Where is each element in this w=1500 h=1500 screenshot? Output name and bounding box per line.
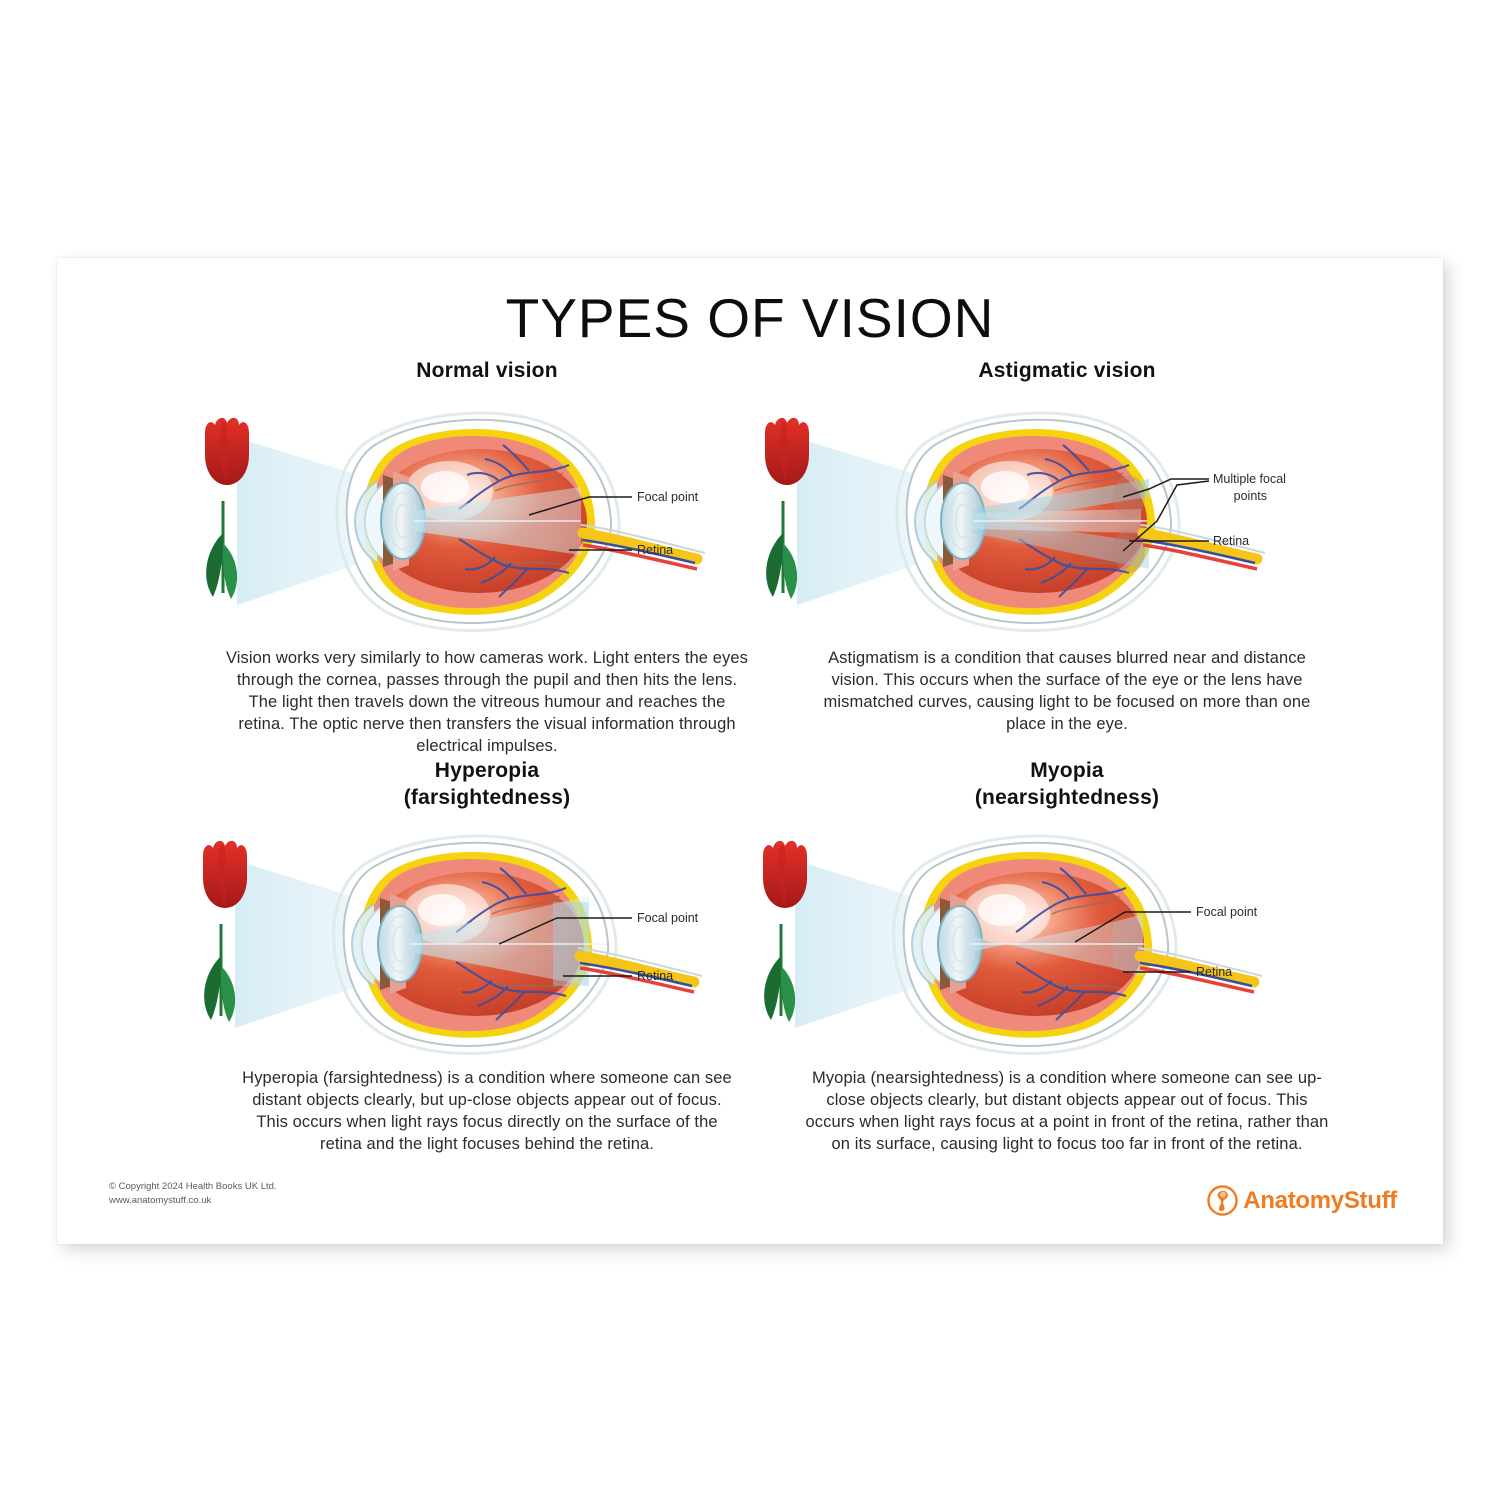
leader-line-focal <box>1074 911 1191 943</box>
panel-heading-myopia: Myopia (nearsightedness) <box>757 758 1377 812</box>
label-retina: Retina <box>1213 534 1249 548</box>
panel-heading-line1: Hyperopia <box>434 759 540 782</box>
panel-heading-astigmatic: Astigmatic vision <box>757 358 1377 385</box>
tulip-icon <box>763 840 807 1022</box>
blood-vessels <box>1015 866 1127 1021</box>
label-multiple-focal-points-line2: points <box>1234 489 1267 503</box>
logo-wordmark: AnatomyStuff <box>1243 1186 1397 1214</box>
panel-body-hyperopia: Hyperopia (farsightedness) is a conditio… <box>242 1068 732 1153</box>
leader-line-focal <box>528 496 632 516</box>
tulip-icon <box>205 417 249 599</box>
label-focal-point: Focal point <box>637 911 699 925</box>
label-retina: Retina <box>637 969 673 983</box>
panel-heading-line1: Normal vision <box>416 359 558 382</box>
panel-normal-vision: Normal vision <box>177 358 797 778</box>
figure-myopia: Focal point Retina <box>757 818 1377 1068</box>
panel-myopia: Myopia (nearsightedness) <box>757 758 1377 1218</box>
label-retina: Retina <box>637 543 673 557</box>
label-focal-point: Focal point <box>1196 905 1258 919</box>
anatomystuff-logo: AnatomyStuff <box>1207 1185 1397 1216</box>
panel-body-astigmatic: Astigmatism is a condition that causes b… <box>823 648 1311 733</box>
leader-line-focal-lower <box>1122 480 1210 552</box>
eye-diagram-myopia: Focal point Retina <box>763 834 1263 1055</box>
figure-hyperopia: Focal point Retina <box>177 818 797 1068</box>
panel-heading-line1: Myopia <box>1030 759 1104 782</box>
tulip-icon <box>203 840 247 1022</box>
panel-astigmatic-vision: Astigmatic vision <box>757 358 1377 778</box>
blood-vessels <box>458 444 570 598</box>
label-multiple-focal-points-line1: Multiple focal <box>1213 472 1286 486</box>
figure-astigmatic-vision: Multiple focal points Retina <box>757 393 1377 648</box>
panel-heading-line2: (farsightedness) <box>403 785 571 809</box>
figure-normal-vision: Focal point Retina <box>177 393 797 648</box>
panel-body-myopia: Myopia (nearsightedness) is a condition … <box>805 1068 1329 1153</box>
panel-hyperopia: Hyperopia (farsightedness) <box>177 758 797 1218</box>
copyright-line-2: www.anatomystuff.co.uk <box>109 1195 212 1207</box>
tulip-icon <box>765 417 809 599</box>
eye-diagram-normal: Focal point Retina <box>205 411 706 632</box>
panel-heading-hyperopia: Hyperopia (farsightedness) <box>177 758 797 812</box>
page-title: TYPES OF VISION <box>505 287 995 349</box>
label-retina: Retina <box>1196 965 1232 979</box>
panel-heading-line1: Astigmatic vision <box>978 359 1156 382</box>
anatomystuff-circle-icon <box>1207 1185 1239 1216</box>
leader-line-focal <box>498 917 632 945</box>
copyright-line-1: © Copyright 2024 Health Books UK Ltd. <box>109 1181 277 1193</box>
panel-body-normal: Vision works very similarly to how camer… <box>225 648 749 755</box>
leader-line-focal-upper <box>1122 478 1209 498</box>
panel-heading-line2: (nearsightedness) <box>974 785 1160 809</box>
panel-heading-normal: Normal vision <box>177 358 797 385</box>
eye-diagram-astigmatic: Multiple focal points Retina <box>765 411 1286 632</box>
poster-page: TYPES OF VISION Normal vision <box>57 258 1443 1244</box>
copyright-notice: © Copyright 2024 Health Books UK Ltd. ww… <box>109 1180 277 1208</box>
eye-diagram-hyperopia: Focal point Retina <box>203 834 703 1055</box>
label-focal-point: Focal point <box>637 490 699 504</box>
